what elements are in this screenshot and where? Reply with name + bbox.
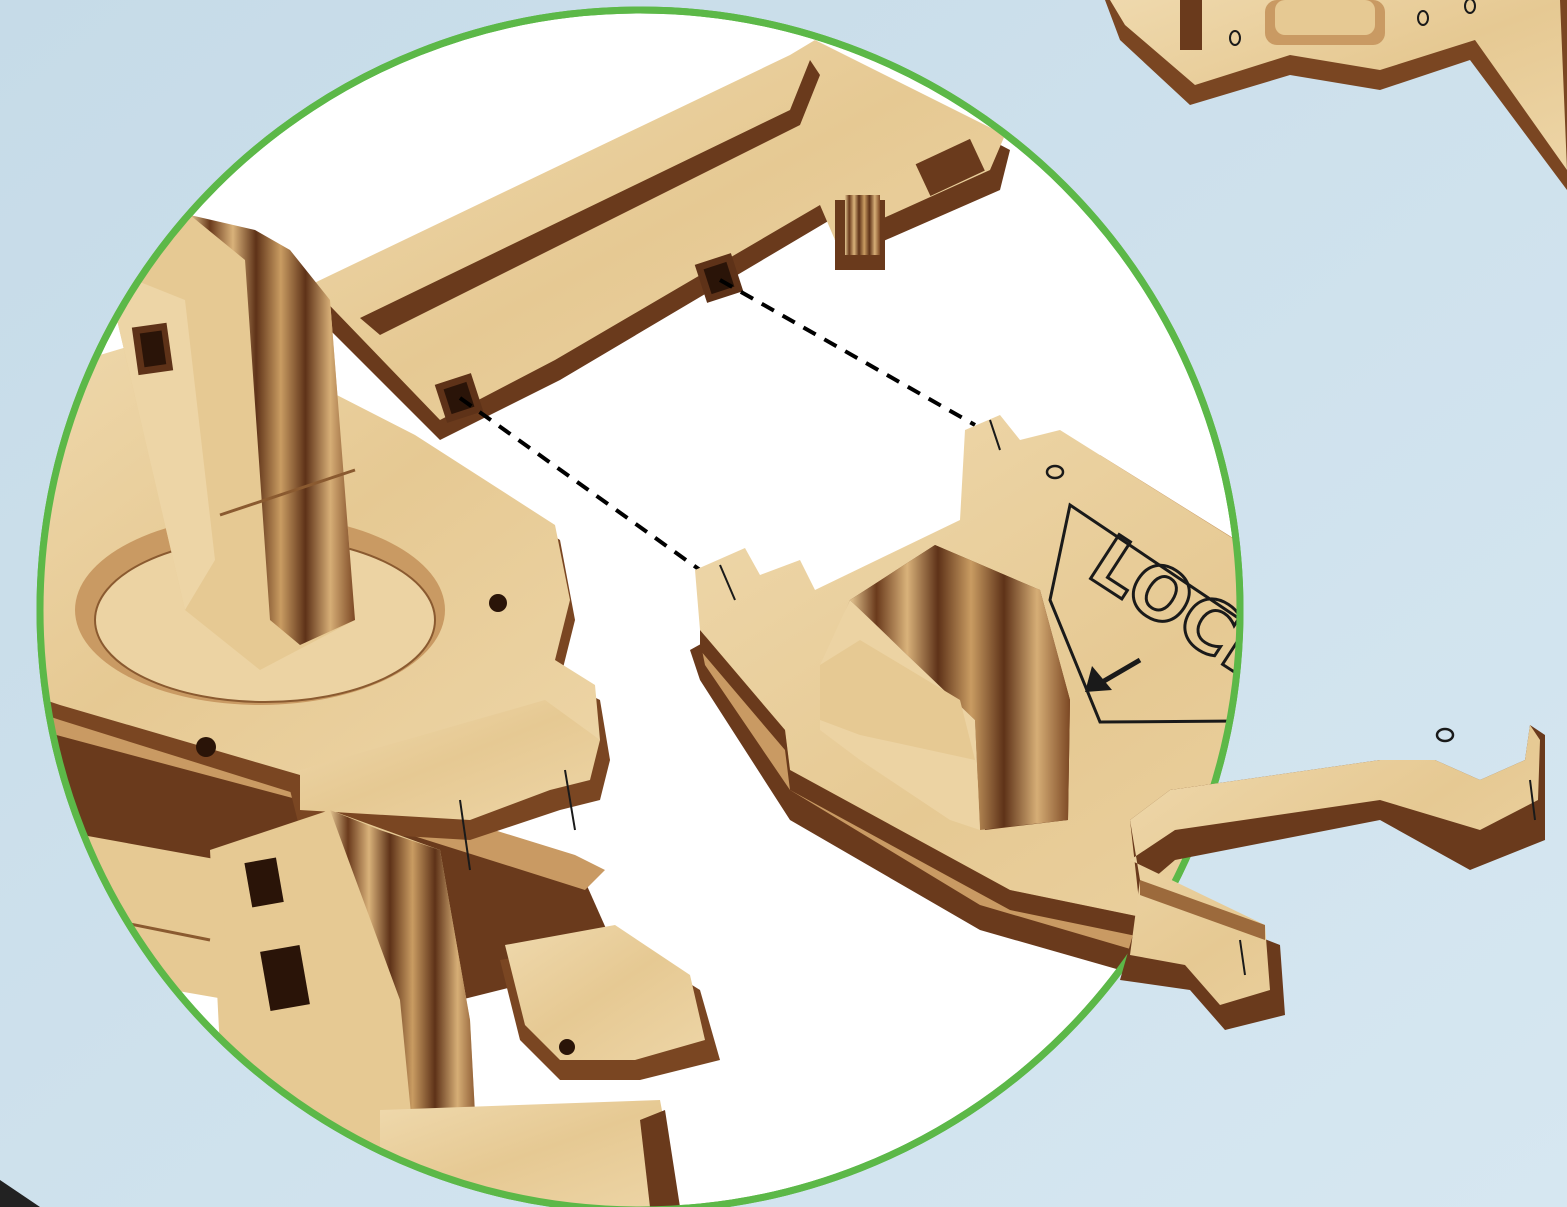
assembly-diagram: LOCK bbox=[0, 0, 1567, 1207]
